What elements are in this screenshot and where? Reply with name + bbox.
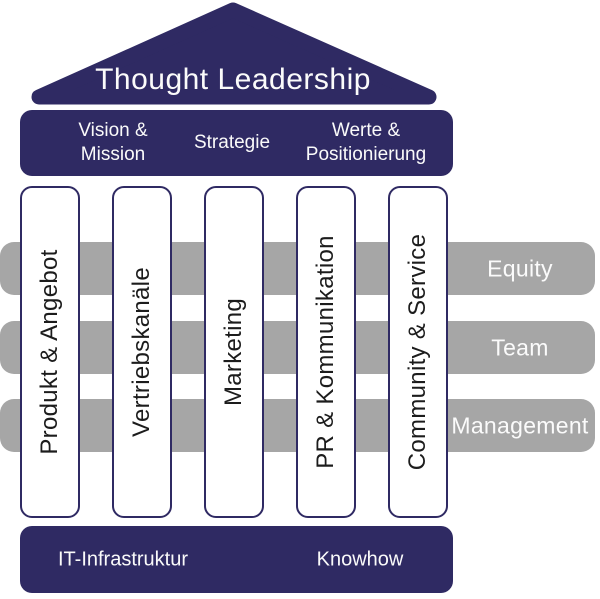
lintel-label-strategie: Strategie [193,132,271,153]
lintel-label-vision-mission: Vision & Mission [78,120,148,165]
pillar-label-marketing: Marketing [220,297,247,407]
beam-label-management: Management [451,412,589,438]
beam-label-team: Team [491,334,549,360]
pillar-vertriebskanaele: Vertriebskanäle [112,186,172,518]
pillar-label-produkt-angebot: Produkt & Angebot [36,249,63,455]
roof-triangle [31,2,437,105]
pillar-pr-kommunikation: PR & Kommunikation [296,186,356,518]
lintel-bar: Vision & Mission Strategie Werte & Posit… [20,110,453,176]
beam-label-equity: Equity [487,255,553,281]
pillar-community-service: Community & Service [388,186,448,518]
lintel-label-werte-positionierung: Werte & Positionierung [305,120,427,165]
pillar-label-pr-kommunikation: PR & Kommunikation [312,235,339,469]
pillar-label-vertriebskanaele: Vertriebskanäle [128,267,155,437]
roof-title: Thought Leadership [95,63,371,96]
pillar-marketing: Marketing [204,186,264,518]
pillar-produkt-angebot: Produkt & Angebot [20,186,80,518]
base-label-it-infrastruktur: IT-Infrastruktur [57,548,189,570]
base-label-knowhow: Knowhow [316,548,404,570]
pillar-label-community-service: Community & Service [404,233,431,471]
base-bar: IT-Infrastruktur Knowhow [20,526,453,593]
